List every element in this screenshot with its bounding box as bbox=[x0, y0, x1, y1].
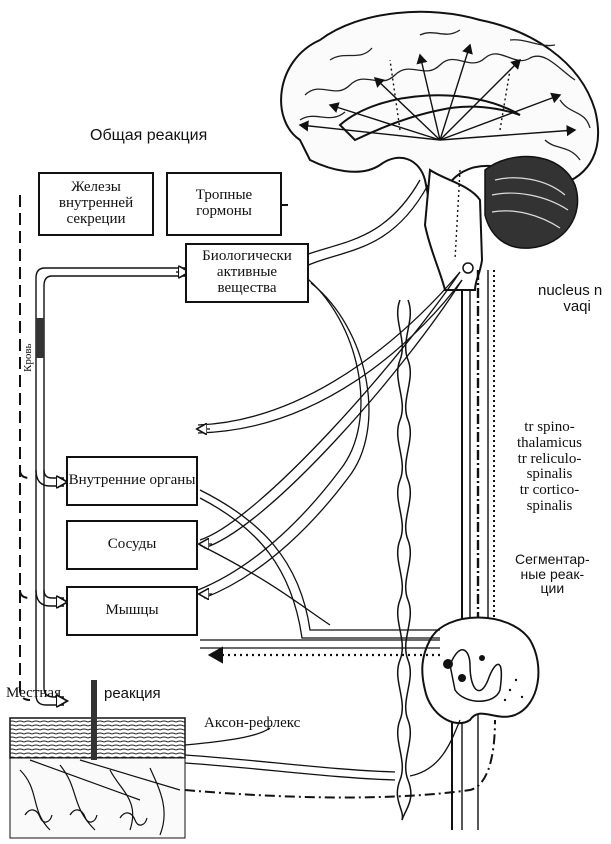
box-muscles: Мышцы bbox=[66, 586, 198, 636]
label-tract3-line1: tr cortico- bbox=[517, 483, 582, 499]
label-segmental-line2: ные реак- bbox=[515, 567, 590, 582]
label-nucleus: nucleus n vaqi bbox=[538, 283, 602, 315]
spinal-cross-section bbox=[422, 618, 538, 724]
label-segmental: Сегментар- ные реак- ции bbox=[515, 552, 590, 596]
box-bioactive-substances: Биологически активные вещества bbox=[185, 243, 309, 303]
nucleus-node bbox=[463, 263, 473, 273]
label-axon-reflex: Аксон-рефлекс bbox=[204, 716, 300, 732]
label-segmental-line3: ции bbox=[515, 581, 590, 596]
label-reaction: реакция bbox=[104, 686, 161, 702]
box-tropic-hormones: Тропные гормоны bbox=[166, 172, 282, 236]
box-internal-organs: Внутренние органы bbox=[66, 456, 198, 506]
skin-section bbox=[10, 680, 185, 838]
brainstem bbox=[425, 170, 482, 290]
label-tract2-line2: spinalis bbox=[517, 467, 582, 483]
label-nucleus-line1: nucleus n bbox=[538, 283, 602, 299]
label-nucleus-line2: vaqi bbox=[538, 299, 602, 315]
vagus-chain bbox=[397, 300, 411, 820]
label-segmental-line1: Сегментар- bbox=[515, 552, 590, 567]
box-endocrine-glands: Железы внутренней секреции bbox=[38, 172, 154, 236]
label-tracts: tr spino- thalamicus tr reliculo- spinal… bbox=[517, 420, 582, 515]
label-tract3-line2: spinalis bbox=[517, 499, 582, 515]
label-local: Местная bbox=[6, 686, 61, 702]
label-tract2-line1: tr reliculo- bbox=[517, 452, 582, 468]
spinal-tracts bbox=[452, 270, 494, 830]
cerebellum bbox=[485, 156, 578, 248]
box-vessels: Сосуды bbox=[66, 520, 198, 570]
label-tract1-line1: tr spino- bbox=[517, 420, 582, 436]
label-tract1-line2: thalamicus bbox=[517, 436, 582, 452]
label-general-reaction: Общая реакция bbox=[90, 128, 207, 145]
label-blood: Кровь bbox=[23, 343, 35, 372]
